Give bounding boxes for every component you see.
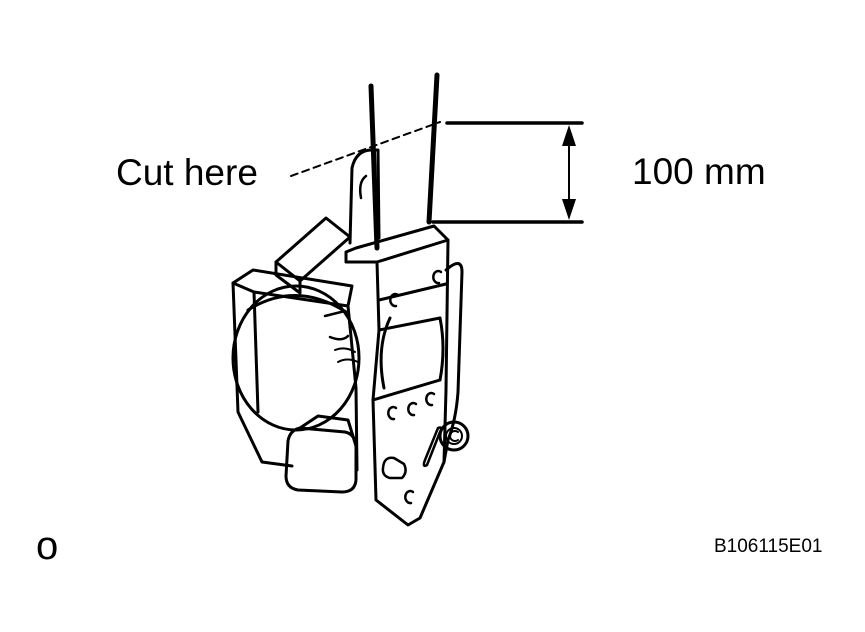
- main-frame: [344, 224, 464, 527]
- retractor-spool: [231, 284, 361, 432]
- dimension-marker: [431, 121, 584, 224]
- upper-plate: [274, 216, 352, 295]
- lower-box: [284, 414, 358, 494]
- figure-code: B106115E01: [714, 536, 823, 557]
- cut-line: [290, 121, 441, 177]
- belt-webbing: [368, 72, 440, 251]
- housing-left: [231, 268, 359, 472]
- corner-mark: o: [36, 524, 59, 568]
- frame-holes: [381, 269, 443, 505]
- dimension-label: 100 mm: [632, 151, 766, 192]
- dimension-arrowheads: [562, 125, 576, 220]
- cut-here-label: Cut here: [116, 152, 258, 193]
- top-mounting-tab: [348, 148, 381, 245]
- bolt: [438, 420, 470, 452]
